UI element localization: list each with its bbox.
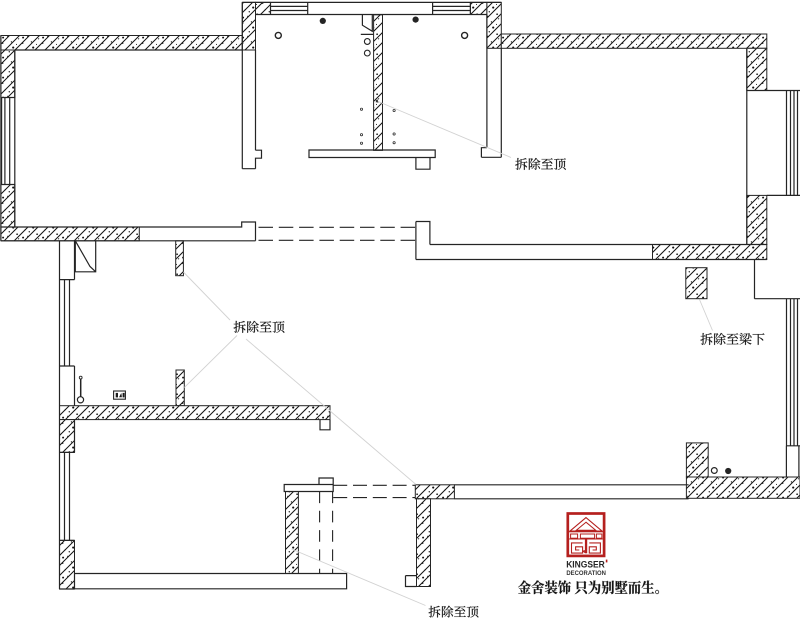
svg-text:KINGSER: KINGSER bbox=[566, 558, 605, 569]
svg-text:DECORATION: DECORATION bbox=[566, 571, 606, 577]
